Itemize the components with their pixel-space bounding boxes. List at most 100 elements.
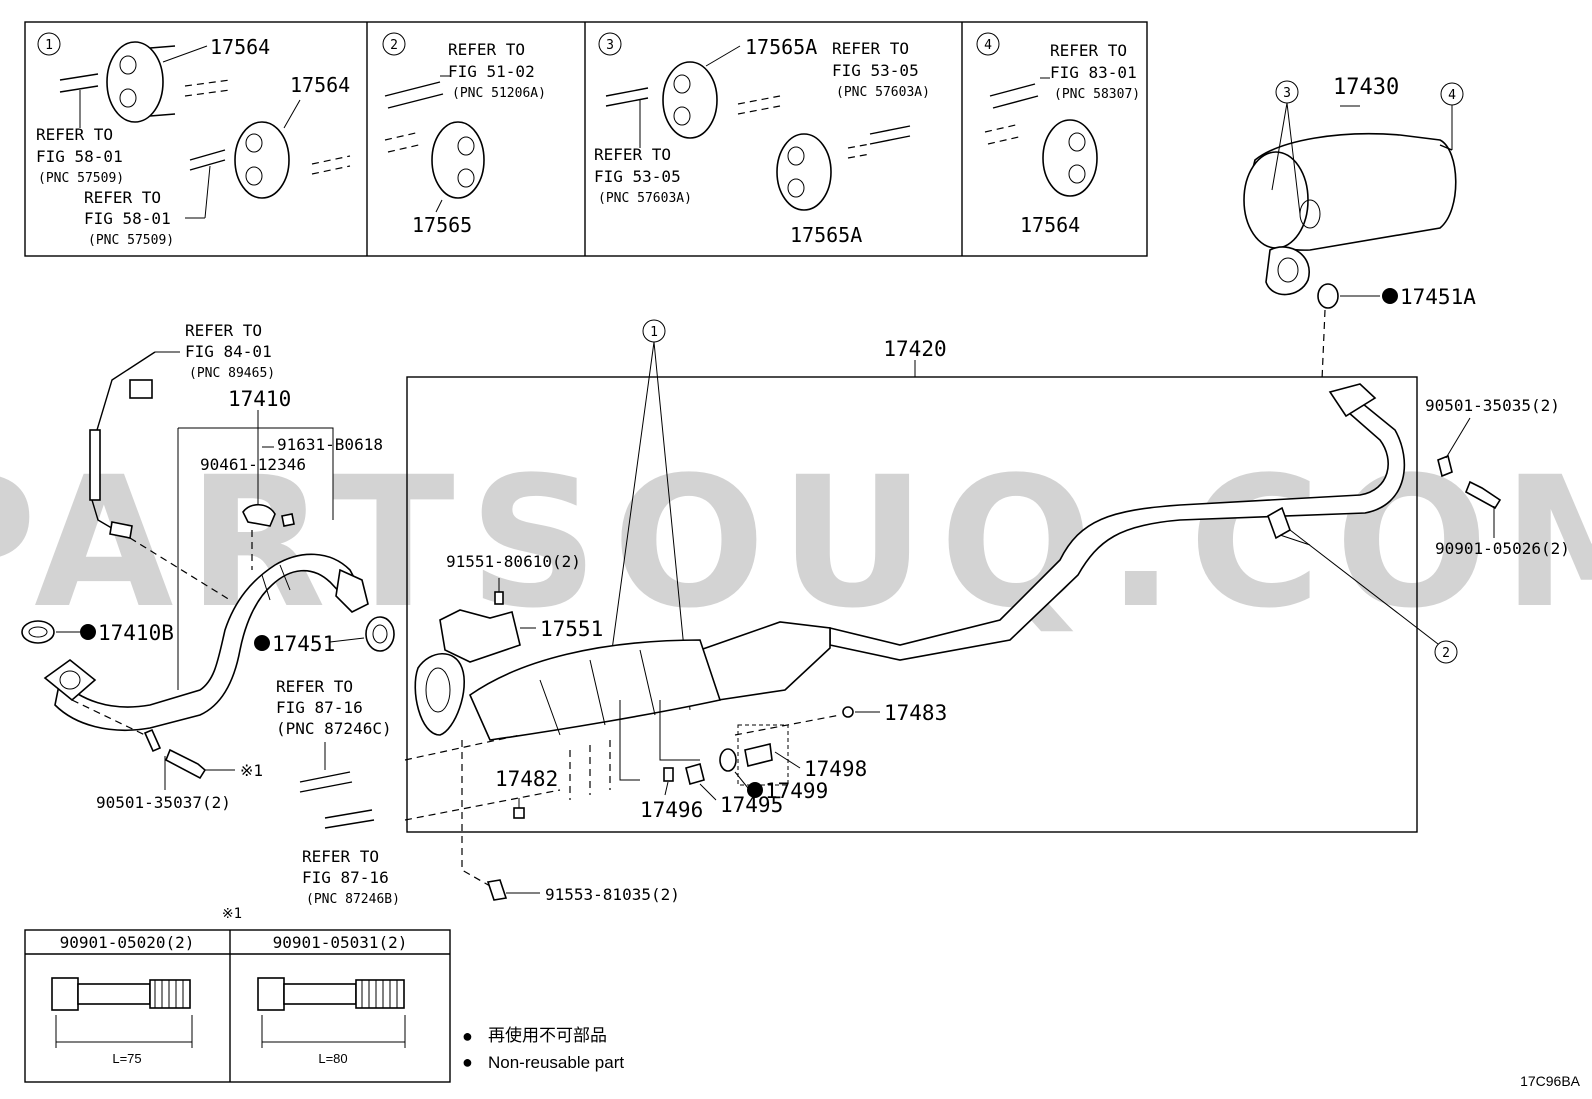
bolt-table-col2-part: 90901-05031(2): [273, 933, 408, 952]
heat-insulator-17551: 17551: [439, 609, 603, 663]
part-17499-label: 17499: [765, 779, 828, 803]
pipe-stub-87246b: [324, 809, 375, 829]
mount-rubber-17565a-b: [776, 133, 832, 211]
legend-en-text: Non-reusable part: [488, 1053, 624, 1072]
sensor-ref-l2: FIG 84-01: [185, 342, 272, 361]
panel-3-ref-a-l3: (PNC 57603A): [836, 85, 930, 100]
non-reusable-marker: [1382, 288, 1398, 304]
callout-4: 4: [1448, 88, 1456, 103]
panel-3-part-a: 17565A: [745, 35, 817, 59]
ref-87246b-l3: (PNC 87246B): [306, 892, 400, 907]
bolt-bottom-part-number: 91553-81035(2): [545, 885, 680, 904]
panel-3-ref-b-l3: (PNC 57603A): [598, 191, 692, 206]
panel-1-part-a: 17564: [210, 35, 270, 59]
panel-3-ref-b-l1: REFER TO: [594, 145, 671, 164]
panel-4-ref-l1: REFER TO: [1050, 41, 1127, 60]
bolt-table-mark: ※1: [222, 906, 242, 922]
assembly-box-17420: [406, 376, 1418, 833]
bolt-table-col1-length: L=75: [112, 1051, 141, 1066]
bolt-80-illustration: L=80: [257, 977, 406, 1066]
bolt-17482: 17482: [495, 767, 558, 819]
gasket-front-part-number: 17410B: [98, 621, 174, 645]
panel-2-number: 2: [390, 38, 398, 53]
mount-rubber-17565: [431, 121, 485, 199]
panel-3-ref-a-l2: FIG 53-05: [832, 61, 919, 80]
diagram-code: 17C96BA: [1520, 1073, 1581, 1089]
assembly-box-part-number: 17420: [883, 337, 946, 361]
gasket-mid-part-number: 17451: [272, 632, 335, 656]
bolt-90501-35035: 90501-35035(2): [1425, 396, 1560, 478]
panel-4-ref-l3: (PNC 58307): [1054, 87, 1140, 102]
bolt-table-col2-length: L=80: [318, 1051, 347, 1066]
panel-2-part: 17565: [412, 213, 472, 237]
panel-1-ref-b-l3: (PNC 57509): [88, 233, 174, 248]
bolt-75-illustration: L=75: [51, 977, 193, 1066]
panel-4-ref-l2: FIG 83-01: [1050, 63, 1137, 82]
panel-3-number: 3: [606, 38, 614, 53]
clamp-90461: [242, 503, 276, 527]
ref-87246b-l2: FIG 87-16: [302, 868, 389, 887]
panel-4-number: 4: [984, 38, 992, 53]
detail-panels: 1 17564 17564 REFER T: [24, 21, 1148, 257]
bolt-90501-35037: ※1 90501-35037(2): [96, 728, 263, 812]
mount-rubber-17564-a: [106, 41, 176, 123]
callout-2: 2: [1442, 646, 1450, 661]
panel-1-number: 1: [45, 38, 53, 53]
gasket-rear-part-number: 17451A: [1400, 285, 1476, 309]
note-mark-bolt: ※1: [240, 761, 263, 780]
nut-17483: [842, 706, 854, 718]
sensor-wire-sleeve: [89, 429, 101, 501]
spring-17495: 17495: [685, 763, 783, 817]
ref-87246c-l1: REFER TO: [276, 677, 353, 696]
non-reusable-marker-17410b: [80, 624, 96, 640]
ref-87246b-l1: REFER TO: [302, 847, 379, 866]
bolt-91631: [281, 513, 295, 527]
clamp-part-number: 90461-12346: [200, 455, 306, 474]
muffler-part-number: 17430: [1333, 75, 1399, 100]
clamp-bolt-part-number: 91631-B0618: [277, 435, 383, 454]
detail-panel-4: 4 REFER TO FIG 83-01 (PNC 58307) 17564: [976, 32, 1140, 237]
panel-1-ref-b-l2: FIG 58-01: [84, 209, 171, 228]
mount-rubber-17564-b: [234, 121, 290, 199]
part-17498-label: 17498: [804, 757, 867, 781]
bolt-91551-80610: 91551-80610(2): [446, 552, 581, 605]
gasket-17451: 17451: [254, 616, 395, 656]
gasket-17410b: 17410B: [21, 620, 174, 645]
panel-2-ref-l2: FIG 51-02: [448, 62, 535, 81]
bolt-front-part-number: 90501-35037(2): [96, 793, 231, 812]
heat-insulator-part-number: 17551: [540, 617, 603, 641]
legend-marker-2: ●: [462, 1052, 473, 1072]
sensor-connector: [129, 379, 153, 399]
panel-2-ref-l3: (PNC 51206A): [452, 86, 546, 101]
bolt-91553-81035: 91553-81035(2): [486, 879, 680, 904]
bolt-length-table: ※1 90901-05020(2) 90901-05031(2) L=75 L=…: [24, 906, 451, 1083]
front-pipe-part-number: 17410: [228, 387, 291, 411]
bolt-rear-1-part-number: 90501-35035(2): [1425, 396, 1560, 415]
nut-17483-label: 17483: [884, 701, 947, 725]
part-17496-label: 17496: [640, 798, 703, 822]
panel-3-part-b: 17565A: [790, 223, 862, 247]
bolt-rear-2-part-number: 90901-05026(2): [1435, 539, 1570, 558]
legend-jp-text: 再使用不可部品: [488, 1025, 607, 1045]
panel-1-ref-a-l3: (PNC 57509): [38, 171, 124, 186]
legend-marker-1: ●: [462, 1026, 473, 1046]
spring-bolt-17498: 17498: [737, 724, 867, 786]
front-pipe-17410: [43, 553, 369, 731]
panel-1-part-b: 17564: [290, 73, 350, 97]
bolt-17496: 17496: [640, 767, 703, 822]
exhaust-pipe-17420: [414, 383, 1406, 741]
non-reusable-marker-17499: [747, 782, 763, 798]
bolt-top-part-number: 91551-80610(2): [446, 552, 581, 571]
legend: ● 再使用不可部品 ● Non-reusable part: [462, 1025, 624, 1072]
callout-3: 3: [1283, 86, 1291, 101]
callout-1: 1: [650, 325, 658, 340]
mount-rubber-17565a-a: [662, 61, 718, 139]
callout-2-circle: [1434, 640, 1458, 664]
bolt-table-col1-part: 90901-05020(2): [60, 933, 195, 952]
watermark-text: PARTSOUQ.COM: [0, 439, 1592, 648]
panel-3-ref-a-l1: REFER TO: [832, 39, 909, 58]
ref-87246c-l2: FIG 87-16: [276, 698, 363, 717]
detail-panels-frame: [24, 21, 1148, 257]
